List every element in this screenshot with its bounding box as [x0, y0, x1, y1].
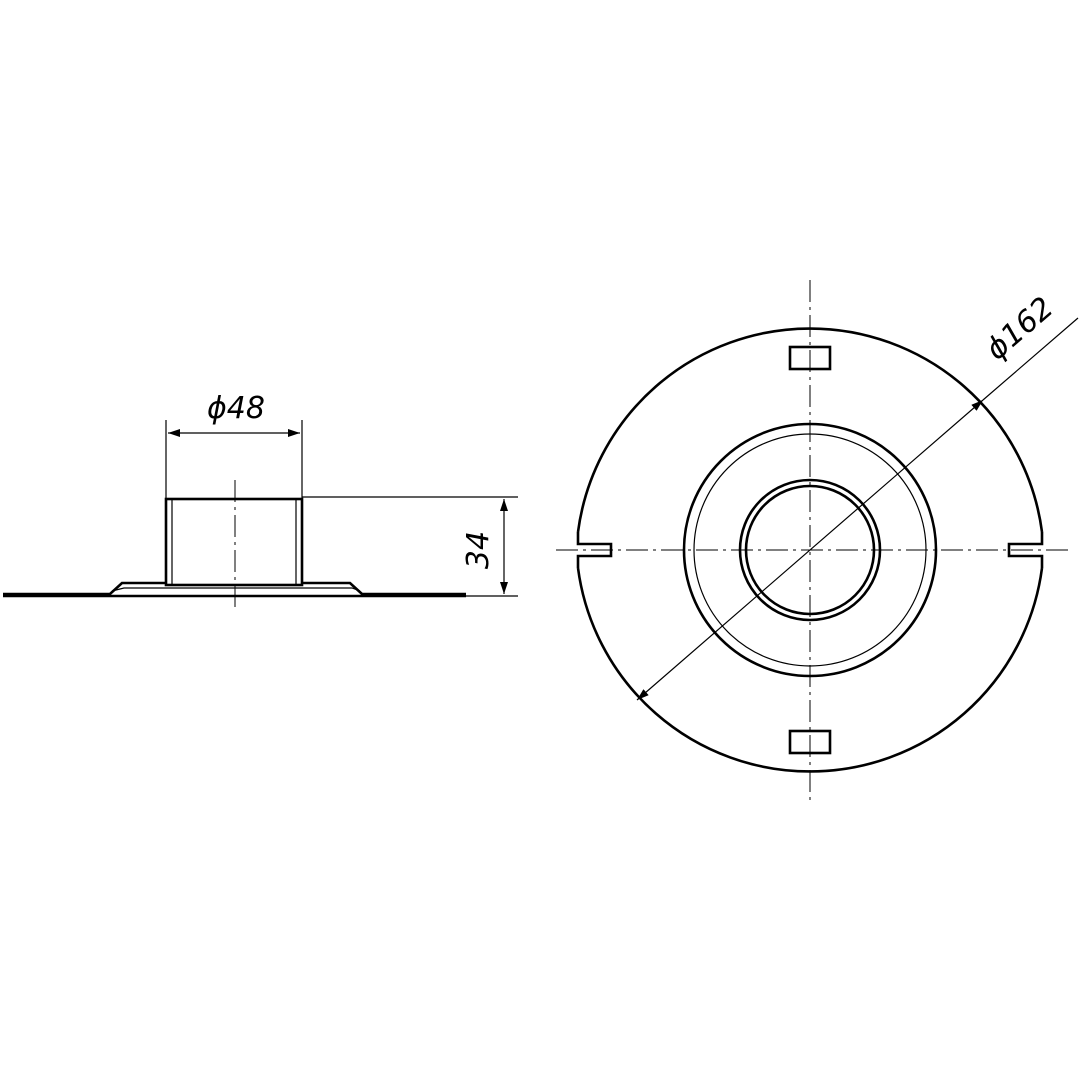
flange-diameter-label: ϕ162	[979, 290, 1060, 367]
boss-side	[164, 497, 304, 587]
flange-diameter-dimension: ϕ162	[636, 290, 1079, 701]
boss-diameter-dimension: ϕ48	[165, 391, 303, 499]
boss-height-dimension: 34	[302, 496, 518, 597]
top-view: ϕ162	[556, 280, 1079, 800]
boss-height-label: 34	[461, 531, 496, 569]
boss-diameter-label: ϕ48	[207, 391, 265, 426]
side-view: ϕ48 34	[3, 391, 518, 608]
right-notch	[1007, 532, 1044, 568]
